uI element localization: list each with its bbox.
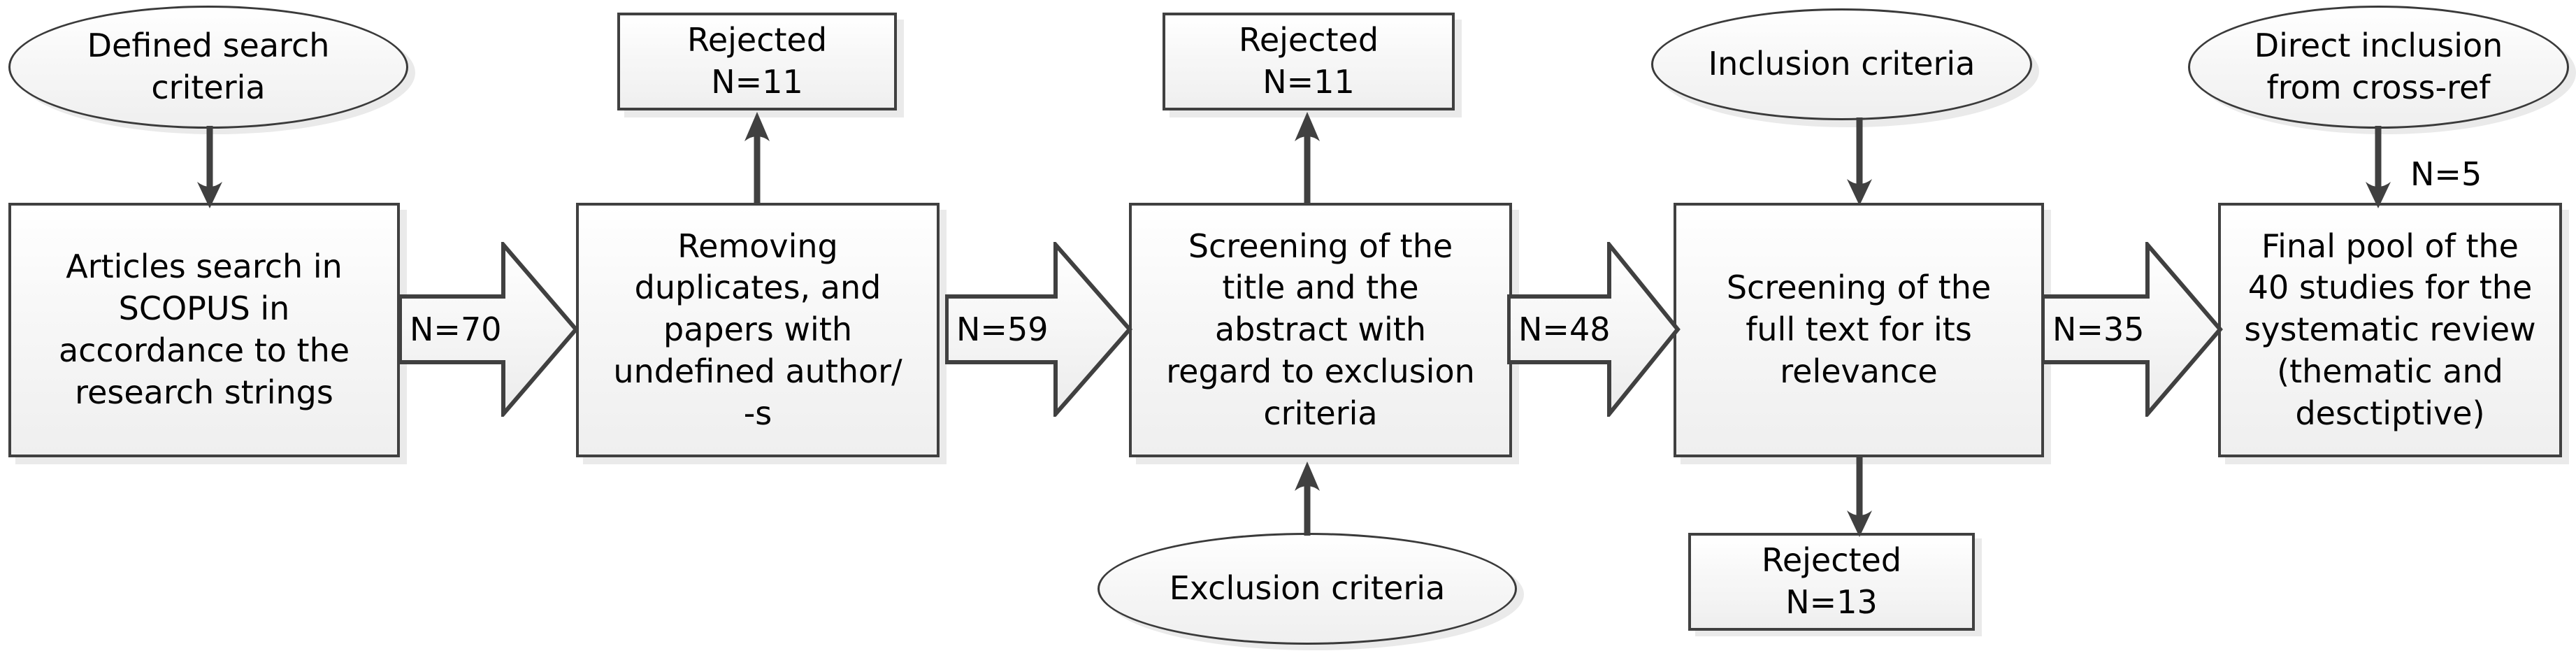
- node-stage-5-final-pool: Final pool of the 40 studies for the sys…: [2218, 203, 2562, 457]
- connector-direct-inclusion-to-stage5: [2366, 126, 2391, 208]
- node-label: Rejected N=11: [1238, 21, 1379, 101]
- connector-stage2-to-rejected-duplicates: [744, 112, 770, 206]
- node-label: Inclusion criteria: [1708, 45, 1976, 83]
- flow-arrow-label: N=70: [410, 310, 502, 348]
- node-label: Defined search criteria: [87, 27, 330, 106]
- node-label: Screening of the full text for its relev…: [1726, 269, 1992, 390]
- block-arrow-icon: [398, 242, 579, 417]
- label-text: N=5: [2410, 155, 2482, 193]
- node-rejected-title-abstract: Rejected N=11: [1163, 13, 1455, 110]
- node-exclusion-criteria: Exclusion criteria: [1098, 533, 1517, 645]
- node-inclusion-criteria: Inclusion criteria: [1651, 8, 2032, 120]
- block-arrow-icon: [1507, 242, 1681, 417]
- node-label: Rejected N=13: [1761, 541, 1902, 621]
- label-direct-inclusion-count: N=5: [2410, 155, 2482, 193]
- node-label: Exclusion criteria: [1169, 569, 1446, 608]
- block-arrow-icon: [945, 242, 1132, 417]
- connector-exclusion-criteria-to-stage3: [1295, 462, 1320, 536]
- node-label: Direct inclusion from cross-ref: [2254, 27, 2503, 106]
- flow-arrow-n48: N=48: [1507, 242, 1681, 417]
- block-arrow-icon: [2041, 242, 2223, 417]
- node-rejected-full-text: Rejected N=13: [1688, 533, 1975, 631]
- node-direct-inclusion-cross-ref: Direct inclusion from cross-ref: [2188, 6, 2569, 129]
- flow-arrow-label: N=35: [2052, 310, 2145, 348]
- node-stage-1-articles-search: Articles search in SCOPUS in accordance …: [8, 203, 400, 457]
- node-label: Removing duplicates, and papers with und…: [613, 227, 902, 432]
- flow-arrow-n70: N=70: [398, 242, 579, 417]
- connector-defined-criteria-to-stage1: [197, 126, 222, 208]
- node-stage-2-removing-duplicates: Removing duplicates, and papers with und…: [576, 203, 940, 457]
- node-label: Final pool of the 40 studies for the sys…: [2244, 227, 2536, 432]
- flow-arrow-n59: N=59: [945, 242, 1132, 417]
- node-stage-3-title-abstract-screening: Screening of the title and the abstract …: [1129, 203, 1512, 457]
- node-stage-4-full-text-screening: Screening of the full text for its relev…: [1674, 203, 2044, 457]
- node-label: Rejected N=11: [686, 21, 828, 101]
- node-rejected-duplicates: Rejected N=11: [617, 13, 897, 110]
- node-label: Screening of the title and the abstract …: [1166, 227, 1475, 432]
- node-defined-search-criteria: Defined search criteria: [8, 6, 408, 129]
- connector-inclusion-criteria-to-stage4: [1847, 117, 1872, 206]
- connector-stage4-to-rejected-full-text: [1847, 456, 1872, 537]
- flow-arrow-n35: N=35: [2041, 242, 2223, 417]
- node-label: Articles search in SCOPUS in accordance …: [58, 248, 350, 411]
- flow-arrow-label: N=59: [956, 310, 1049, 348]
- flow-arrow-label: N=48: [1518, 310, 1611, 348]
- connector-stage3-to-rejected-title-abstract: [1295, 112, 1320, 206]
